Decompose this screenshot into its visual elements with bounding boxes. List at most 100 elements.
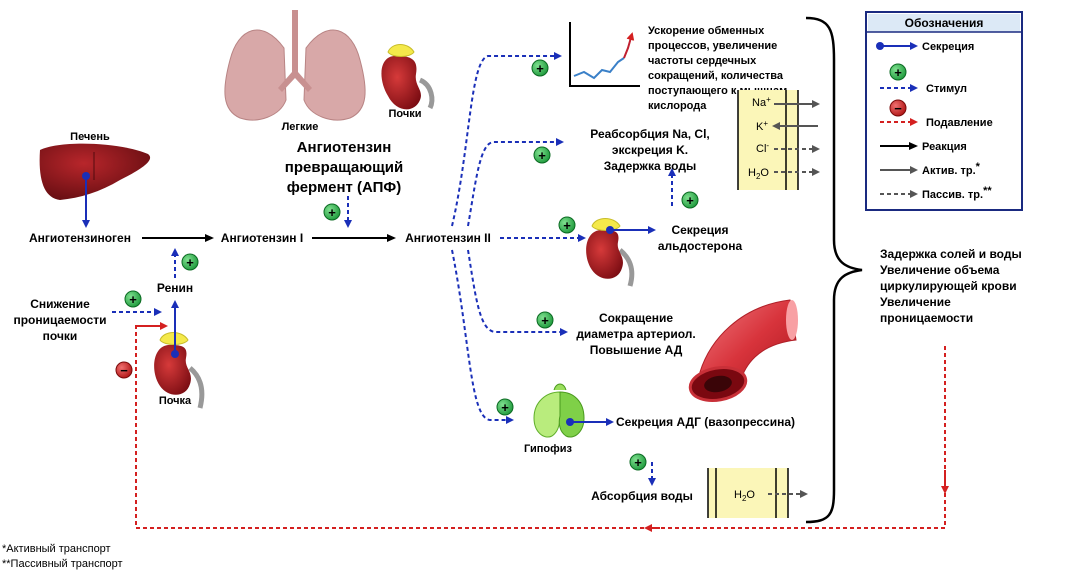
ion-h2o-o: O: [760, 167, 769, 179]
legend: Обозначения Секреция + Стимул − Подавлен…: [865, 11, 1023, 211]
footnote-passive: **Пассивный транспорт: [2, 558, 123, 570]
metabolism-label-4: сокращений, количества: [648, 70, 784, 82]
liver-label: Печень: [70, 131, 110, 143]
reabsorption-label-2: экскреция K.: [612, 143, 688, 157]
svg-text:+: +: [541, 313, 549, 328]
plus-icon: +: [181, 253, 199, 271]
arteriole-label-3: Повышение АД: [590, 343, 683, 357]
plus-icon: +: [531, 59, 549, 77]
plus-icon: +: [536, 311, 554, 329]
svg-text:+: +: [686, 193, 694, 208]
lungs-icon: [224, 10, 366, 121]
svg-text:+: +: [634, 455, 642, 470]
legend-secretion-label: Секреция: [922, 41, 974, 53]
svg-text:H2O: H2O: [748, 167, 769, 181]
svg-text:+: +: [328, 205, 336, 220]
legend-passive-label: Пассив. тр.: [922, 189, 983, 201]
legend-active-label: Актив. тр.: [922, 165, 976, 177]
feedback-inhibition-loop: [135, 325, 946, 529]
plus-icon: +: [681, 191, 699, 209]
svg-text:H2O: H2O: [734, 489, 755, 503]
minus-icon: −: [115, 361, 133, 379]
angiotensinogen-label: Ангиотензиноген: [29, 231, 131, 245]
summary-brace: [805, 16, 863, 524]
minus-icon: −: [889, 99, 907, 117]
metabolism-label-6: кислорода: [648, 100, 707, 112]
water-h2o-h: H: [734, 489, 742, 501]
metabolism-label-3: частоты сердечных: [648, 55, 757, 67]
plus-icon: +: [323, 203, 341, 221]
ion-na-sup: +: [766, 95, 771, 104]
metabolism-label-2: процессов, увеличение: [648, 40, 777, 52]
legend-title: Обозначения: [905, 16, 984, 30]
svg-text:−: −: [894, 101, 902, 116]
legend-reaction-label: Реакция: [922, 141, 967, 153]
summary-line-4: Увеличение: [880, 295, 951, 309]
ion-cl-sup: -: [766, 141, 769, 150]
plus-icon: +: [496, 398, 514, 416]
ion-h2o-h: H: [748, 167, 756, 179]
decrease-label-2: проницаемости: [13, 313, 106, 327]
kidney-label: Почка: [159, 395, 192, 407]
water-transport-panel: H2O: [707, 468, 808, 518]
ion-k: K: [756, 121, 764, 133]
angiotensin2-effects-arrows: [451, 52, 676, 486]
liver-icon: [39, 143, 151, 200]
adh-label: Секреция АДГ (вазопрессина): [616, 415, 795, 429]
pituitary-label: Гипофиз: [524, 443, 572, 455]
kidneys-label: Почки: [388, 108, 421, 120]
water-h2o-o: O: [746, 489, 755, 501]
plus-icon: +: [889, 63, 907, 81]
decrease-label-3: почки: [43, 329, 78, 343]
ion-cl: Cl: [756, 143, 766, 155]
summary-line-3: циркулирующей крови: [880, 279, 1017, 293]
plus-icon: +: [558, 216, 576, 234]
ace-label-3: фермент (АПФ): [287, 179, 401, 196]
svg-text:+: +: [536, 61, 544, 76]
ion-transport-panel: Na+ K+ Cl- H2O: [737, 90, 820, 190]
legend-passive-sup: **: [983, 185, 992, 197]
summary-line-1: Задержка солей и воды: [880, 247, 1022, 261]
svg-text:+: +: [563, 218, 571, 233]
arteriole-label-1: Сокращение: [599, 311, 673, 325]
metabolism-label-1: Ускорение обменных: [648, 25, 765, 37]
svg-text:+: +: [538, 148, 546, 163]
aldosterone-label-1: Секреция: [671, 223, 728, 237]
svg-text:K+: K+: [756, 119, 768, 133]
adrenal-kidney-icon: [586, 218, 635, 287]
angiotensin2-label: Ангиотензин II: [405, 231, 491, 245]
decrease-label-1: Снижение: [30, 297, 90, 311]
legend-inhibition-label: Подавление: [926, 117, 993, 129]
aldosterone-label-2: альдостерона: [658, 239, 743, 253]
metabolism-chart-icon: [569, 22, 640, 87]
arteriole-label-2: диаметра артериол.: [576, 327, 695, 341]
water-absorption-label: Абсорбция воды: [591, 489, 693, 503]
svg-text:+: +: [129, 292, 137, 307]
svg-text:−: −: [120, 363, 128, 378]
legend-active-sup: *: [976, 161, 981, 173]
footnote-active: *Активный транспорт: [2, 543, 111, 555]
ace-label-1: Ангиотензин: [297, 139, 392, 156]
lungs-label: Легкие: [282, 121, 319, 133]
reabsorption-label-3: Задержка воды: [604, 159, 696, 173]
kidney-icon: [154, 332, 205, 409]
ion-k-sup: +: [763, 119, 768, 128]
legend-stimulus-label: Стимул: [926, 83, 967, 95]
svg-text:+: +: [894, 65, 902, 80]
plus-icon: +: [124, 290, 142, 308]
stimulus-badges: + + + + + + + + + + −: [115, 59, 699, 471]
svg-text:Na+: Na+: [752, 95, 771, 109]
svg-text:Cl-: Cl-: [756, 141, 769, 155]
renin-label: Ренин: [157, 281, 193, 295]
summary-line-5: проницаемости: [880, 311, 973, 325]
artery-icon: [688, 299, 798, 402]
pituitary-icon: [533, 383, 585, 438]
reabsorption-label-1: Реабсорбция Na, Cl,: [590, 127, 709, 141]
kidneys-icon: [381, 44, 435, 110]
svg-text:Актив. тр.*: Актив. тр.*: [922, 161, 981, 177]
svg-text:+: +: [501, 400, 509, 415]
ion-h2o-2: 2: [756, 172, 761, 181]
svg-text:+: +: [186, 255, 194, 270]
